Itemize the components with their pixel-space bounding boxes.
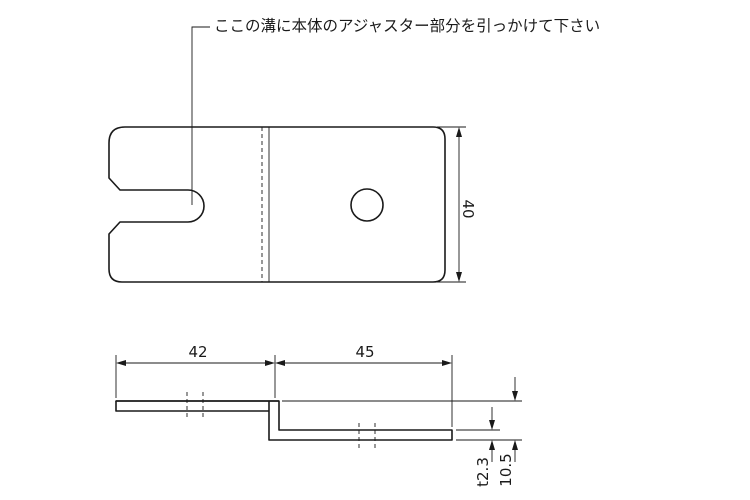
note-text: ここの溝に本体のアジャスター部分を引っかけて下さい	[214, 17, 600, 35]
arrow-thickness-bottom	[489, 440, 495, 450]
plate-outline	[108, 126, 446, 283]
leader-line	[191, 26, 210, 205]
dimension-offset-text: 10.5	[497, 453, 515, 486]
arrow-42-left	[116, 360, 126, 366]
arrow-42-right	[265, 360, 275, 366]
leader-note: ここの溝に本体のアジャスター部分を引っかけて下さい	[191, 17, 600, 205]
arrow-thickness-top	[489, 420, 495, 430]
top-view	[108, 126, 446, 283]
arrow-top	[456, 127, 462, 137]
dimension-thickness-text: t2.3	[474, 457, 492, 487]
arrow-45-right	[442, 360, 452, 366]
dimension-verticals: t2.3 10.5	[282, 377, 522, 487]
dimension-45-text: 45	[355, 343, 374, 361]
side-profile	[115, 400, 453, 441]
arrow-bottom	[456, 272, 462, 282]
arrow-offset-top	[512, 391, 518, 401]
side-profile-upper	[115, 401, 269, 412]
mounting-hole	[350, 188, 384, 222]
dimension-height: 40	[437, 126, 477, 283]
arrow-45-left	[275, 360, 285, 366]
arrow-offset-bottom	[512, 440, 518, 450]
dimension-height-text: 40	[459, 199, 477, 218]
side-view	[115, 392, 453, 448]
dimension-lengths: 42 45	[115, 343, 453, 427]
dimension-42-text: 42	[188, 343, 207, 361]
